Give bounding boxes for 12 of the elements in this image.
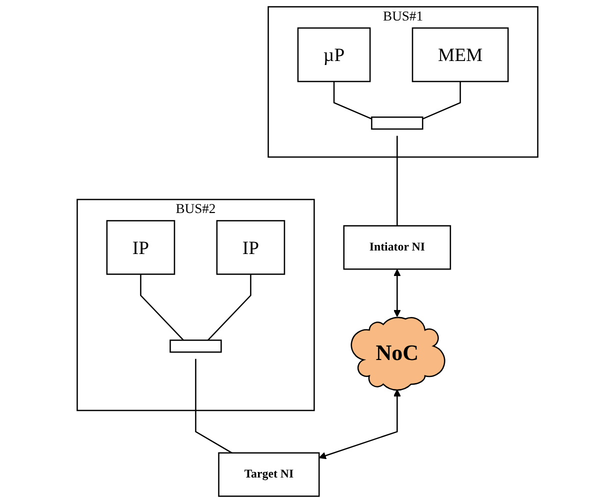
node-box: IP (216, 220, 286, 275)
node-box: IP (106, 220, 176, 275)
connector (396, 136, 398, 226)
node-box: Intiator NI (343, 225, 452, 270)
arrow (393, 269, 401, 317)
arrow (318, 389, 401, 460)
node-bar (371, 116, 424, 130)
connector (195, 358, 232, 454)
node-box: Target NI (218, 452, 320, 497)
node-box: µP (297, 27, 371, 82)
node-box: MEM (412, 27, 509, 82)
node-bar (170, 340, 222, 353)
